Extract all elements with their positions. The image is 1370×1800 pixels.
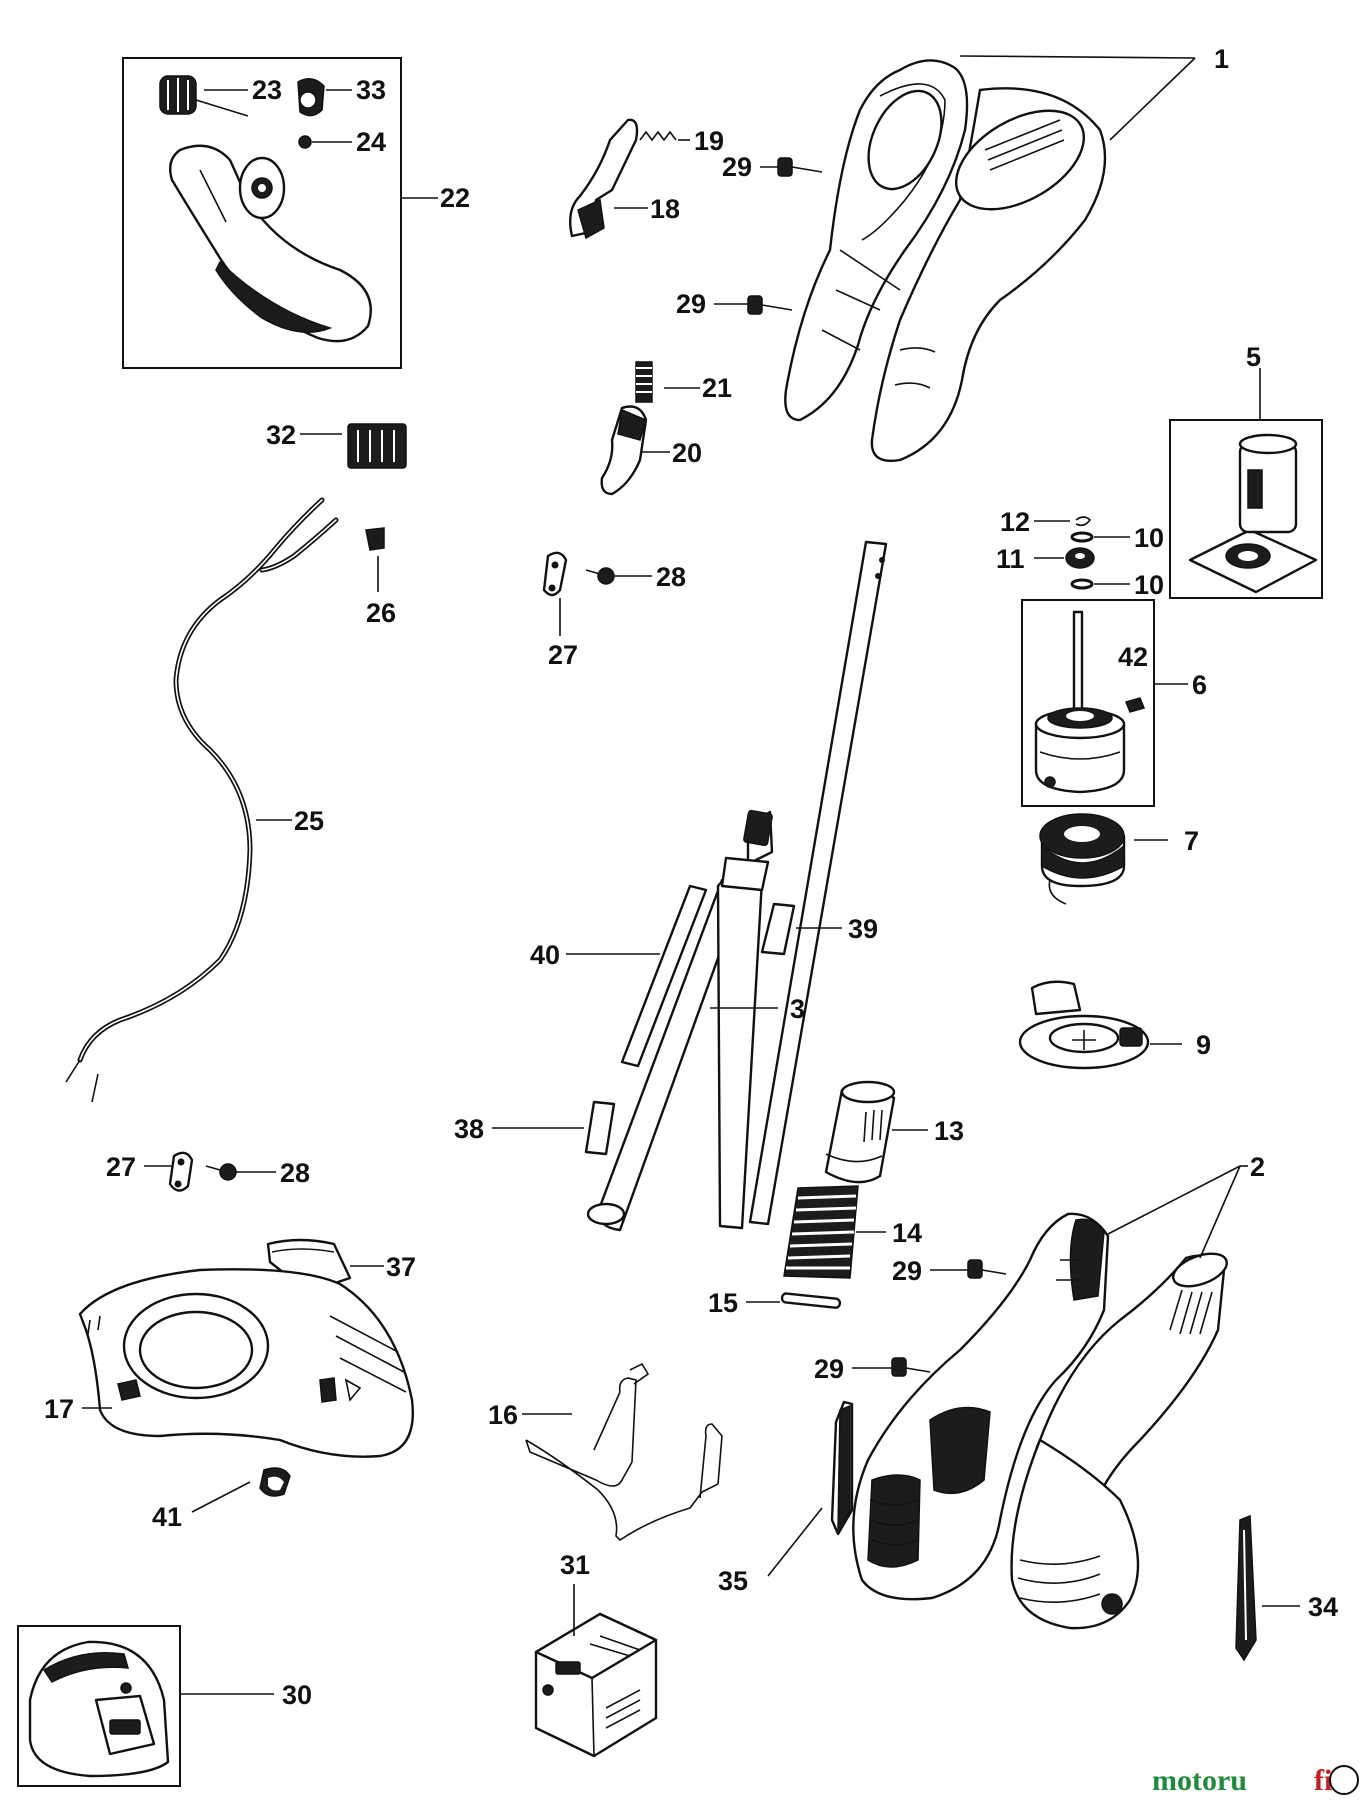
- callout-10-b: 10: [1134, 570, 1164, 600]
- callout-7: 7: [1184, 826, 1199, 856]
- hub-box: [1021, 599, 1155, 807]
- part-motor-housing-2: 2: [852, 1152, 1265, 1630]
- part-nut-24: [298, 135, 312, 149]
- part-clamp-33: [297, 78, 325, 117]
- callout-27-b: 27: [106, 1152, 136, 1182]
- watermark-text-a: motoru: [1152, 1764, 1247, 1797]
- callout-18: 18: [650, 194, 680, 224]
- part-spool-cap-9: 9: [1018, 980, 1211, 1070]
- part-motor-5: 5: [1169, 342, 1323, 599]
- callout-10-a: 10: [1134, 523, 1164, 553]
- part-screw-29-mid: 29: [676, 289, 793, 319]
- charger-box: [17, 1625, 181, 1787]
- callout-17: 17: [44, 1394, 74, 1424]
- callout-23: 23: [252, 75, 282, 105]
- callout-6: 6: [1192, 670, 1207, 700]
- part-spring-19: 19: [639, 126, 724, 156]
- part-lockoff-18: 18: [569, 118, 680, 240]
- callout-39: 39: [848, 914, 878, 944]
- callout-27-a: 27: [548, 640, 578, 670]
- part-seal-35: 35: [718, 1400, 854, 1596]
- part-screw-28-lower: 28: [205, 1158, 310, 1188]
- callout-9: 9: [1196, 1030, 1211, 1060]
- callout-33: 33: [356, 75, 386, 105]
- part-screw-29-upper: 29: [722, 152, 823, 182]
- callout-32: 32: [266, 420, 296, 450]
- callout-29-c: 29: [892, 1256, 922, 1286]
- callout-35: 35: [718, 1566, 748, 1596]
- callout-15: 15: [708, 1288, 738, 1318]
- part-handle-22: [169, 144, 372, 343]
- callout-19: 19: [694, 126, 724, 156]
- callout-12: 12: [1000, 507, 1030, 537]
- callout-22: 22: [440, 183, 470, 213]
- callout-20: 20: [672, 438, 702, 468]
- part-shaft-3: 3: [586, 540, 888, 1232]
- callout-21: 21: [702, 373, 732, 403]
- part-collar-13: 13: [824, 1080, 964, 1184]
- part-trigger-20: 20: [600, 405, 702, 496]
- callout-24: 24: [356, 127, 386, 157]
- part-switch-32: 32: [266, 420, 407, 469]
- callout-3: 3: [790, 994, 805, 1024]
- part-battery-31: 31: [534, 1550, 658, 1758]
- part-spring-14: 14: [783, 1185, 922, 1279]
- part-spool-7: 7: [1039, 813, 1199, 905]
- callout-26: 26: [366, 598, 396, 628]
- callout-29-b: 29: [676, 289, 706, 319]
- part-clip-26: 26: [365, 527, 396, 628]
- part-spring-21: 21: [635, 361, 732, 403]
- callout-2: 2: [1250, 1152, 1265, 1182]
- callout-42: 42: [1118, 642, 1148, 672]
- part-spool-hub-6: 6 42: [1021, 599, 1207, 807]
- callout-13: 13: [934, 1116, 964, 1146]
- callout-1: 1: [1214, 44, 1229, 74]
- callout-5: 5: [1246, 342, 1261, 372]
- watermark-seal: [1329, 1765, 1359, 1795]
- callout-29-d: 29: [814, 1354, 844, 1384]
- part-label-40: 40: [530, 884, 708, 1068]
- part-knob-23: [159, 75, 249, 117]
- callout-30: 30: [282, 1680, 312, 1710]
- part-screw-29-lower-b: 29: [814, 1354, 931, 1384]
- callout-34: 34: [1308, 1592, 1338, 1622]
- callout-38: 38: [454, 1114, 484, 1144]
- callout-31: 31: [560, 1550, 590, 1580]
- part-seal-34: 34: [1235, 1514, 1338, 1662]
- part-washers-10-12: 12 10 11 10: [996, 507, 1164, 600]
- callout-40: 40: [530, 940, 560, 970]
- part-label-39: 39: [760, 902, 878, 956]
- callout-16: 16: [488, 1400, 518, 1430]
- part-bracket-27-upper: 27: [542, 551, 578, 670]
- part-bracket-27-lower: 27: [106, 1151, 194, 1192]
- part-wire-harness-25: 25: [65, 497, 339, 1103]
- watermark-text-b: fi: [1314, 1764, 1332, 1797]
- callout-41: 41: [152, 1502, 182, 1532]
- part-flower-guard-16: 16: [488, 1362, 723, 1542]
- part-label-38: 38: [454, 1100, 616, 1156]
- callout-14: 14: [892, 1218, 922, 1248]
- callout-11: 11: [996, 544, 1025, 574]
- callout-29-a: 29: [722, 152, 752, 182]
- part-screw-29-lower-a: 29: [892, 1256, 1007, 1286]
- callout-37: 37: [386, 1252, 416, 1282]
- part-charger-30: 30: [17, 1625, 312, 1787]
- callout-28-b: 28: [280, 1158, 310, 1188]
- callout-25: 25: [294, 806, 324, 836]
- part-pin-15: 15: [708, 1288, 842, 1318]
- part-screw-28-upper: 28: [585, 562, 686, 592]
- motor-box: [1169, 419, 1323, 599]
- part-upper-housing-1: 1: [784, 44, 1229, 462]
- part-clip-41: 41: [152, 1467, 291, 1532]
- callout-28-a: 28: [656, 562, 686, 592]
- handle-box: [122, 57, 402, 369]
- watermark-logo: motoru fi: [1152, 1764, 1359, 1797]
- part-guard-17: 17: [44, 1268, 414, 1458]
- auxiliary-handle-group: 23 33 24 22: [122, 57, 470, 369]
